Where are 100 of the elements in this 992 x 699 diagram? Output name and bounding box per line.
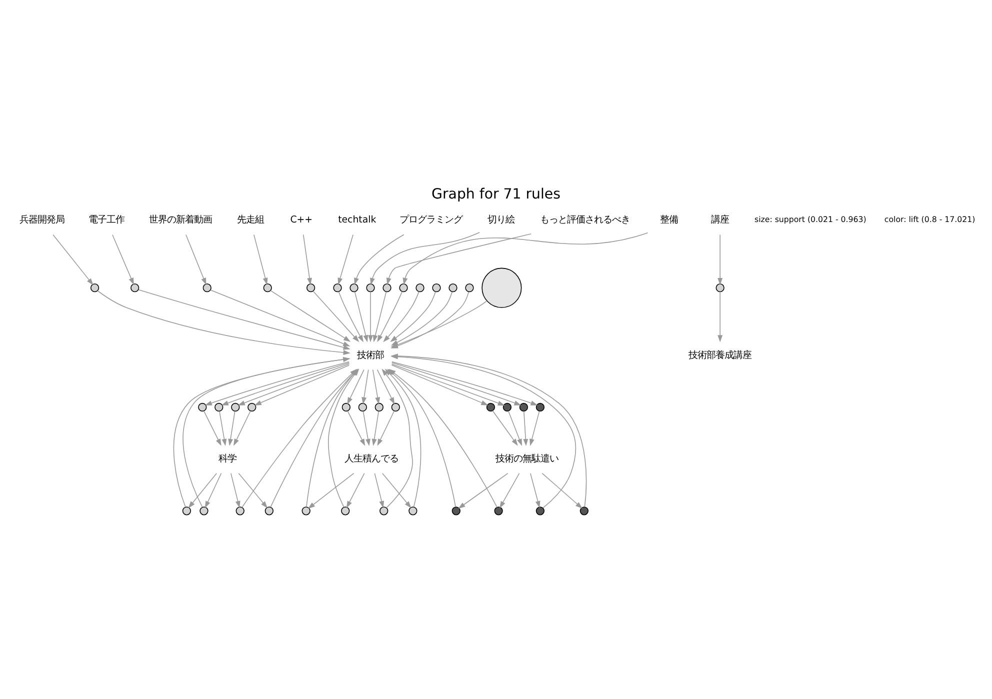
arrow <box>377 291 403 342</box>
arrow <box>508 410 522 446</box>
node-text: 講座 <box>711 214 730 226</box>
node-circle <box>231 402 240 412</box>
arrow <box>372 291 387 342</box>
diagram-title: Graph for 71 rules <box>432 186 560 203</box>
node-circle <box>399 284 408 292</box>
arrow <box>234 410 251 446</box>
arrow <box>372 369 380 404</box>
arrow <box>523 410 528 446</box>
arrow <box>219 410 227 446</box>
node-circle <box>536 402 544 412</box>
arrow <box>112 234 134 285</box>
arrow <box>204 472 222 508</box>
arrow <box>530 410 540 446</box>
node-circle <box>236 506 244 516</box>
arrow <box>354 234 404 285</box>
node-circle <box>380 506 388 516</box>
node-circle <box>263 284 272 292</box>
node-circle <box>358 402 367 412</box>
node-text: C++ <box>290 214 313 226</box>
node-circle <box>130 284 140 292</box>
node-text: もっと評価されるべき <box>540 214 630 226</box>
node-circle <box>502 402 512 412</box>
node-circle <box>302 506 310 516</box>
node-circle <box>333 284 342 292</box>
arrow <box>383 291 420 342</box>
arrow <box>370 232 480 286</box>
arrow <box>377 410 395 446</box>
node-circle <box>416 284 424 292</box>
node-text: 電子工作 <box>88 214 125 226</box>
arrow <box>346 472 365 508</box>
arrow <box>372 410 380 446</box>
node-text: 切り絵 <box>487 214 514 226</box>
node-circle <box>452 506 460 516</box>
node-circle <box>350 284 358 292</box>
node-circle <box>382 284 392 292</box>
arrow <box>382 472 412 508</box>
node-circle <box>716 284 724 292</box>
node-circle <box>200 506 208 516</box>
arrow <box>230 472 240 508</box>
node-circle <box>374 402 384 412</box>
node-circle <box>341 506 350 516</box>
node-circle <box>494 506 503 516</box>
arrow <box>302 234 312 286</box>
arrow <box>338 234 354 286</box>
node-text: 技術の無駄遣い <box>495 454 558 465</box>
arrow <box>308 472 354 509</box>
node-text: 人生積んでる <box>344 454 398 465</box>
node-circle <box>391 402 400 412</box>
arrow <box>718 234 723 286</box>
arrow <box>210 290 350 346</box>
node-circle <box>482 268 522 308</box>
node-circle <box>214 402 224 412</box>
arrow <box>354 291 368 342</box>
arrow <box>368 291 373 342</box>
node-circle <box>342 402 350 412</box>
node-circle <box>465 284 474 292</box>
node-text: 整備 <box>660 214 678 226</box>
arrow <box>391 364 488 406</box>
arrow <box>97 290 350 355</box>
arrow <box>138 289 350 350</box>
node-circle <box>202 284 212 292</box>
arrow <box>386 233 532 286</box>
node-circle <box>198 402 207 412</box>
arrow <box>338 291 364 342</box>
node-circle <box>448 284 458 292</box>
node-circle <box>408 506 418 516</box>
node-text: プログラミング <box>399 214 462 226</box>
arrow <box>402 232 648 285</box>
arrow <box>254 364 350 406</box>
arrow <box>390 291 436 342</box>
node-text: 技術部 <box>357 350 384 361</box>
node-circle <box>536 506 544 516</box>
arrow <box>362 369 369 404</box>
node-circle <box>264 506 274 516</box>
arrow <box>52 234 94 286</box>
arrow <box>238 472 268 508</box>
arrow <box>530 472 540 508</box>
arrow <box>312 290 360 342</box>
node-circle <box>90 284 100 292</box>
arrow <box>188 472 217 508</box>
arrow <box>388 368 498 508</box>
arrow <box>374 472 384 508</box>
arrow <box>186 234 206 285</box>
node-text: 先走組 <box>236 214 264 226</box>
arrow <box>254 234 268 286</box>
arrow <box>228 410 236 446</box>
node-circle <box>486 402 496 412</box>
arrow <box>391 364 505 406</box>
arrow <box>204 410 222 446</box>
arrow <box>347 410 366 446</box>
arrow <box>492 410 518 446</box>
node-circle <box>519 402 528 412</box>
label: color: lift (0.8 - 17.021) <box>884 215 976 224</box>
node-circle <box>306 284 316 292</box>
node-circle <box>366 284 375 292</box>
arrow <box>500 472 520 508</box>
node-circle <box>248 402 256 412</box>
arrow <box>458 472 508 509</box>
